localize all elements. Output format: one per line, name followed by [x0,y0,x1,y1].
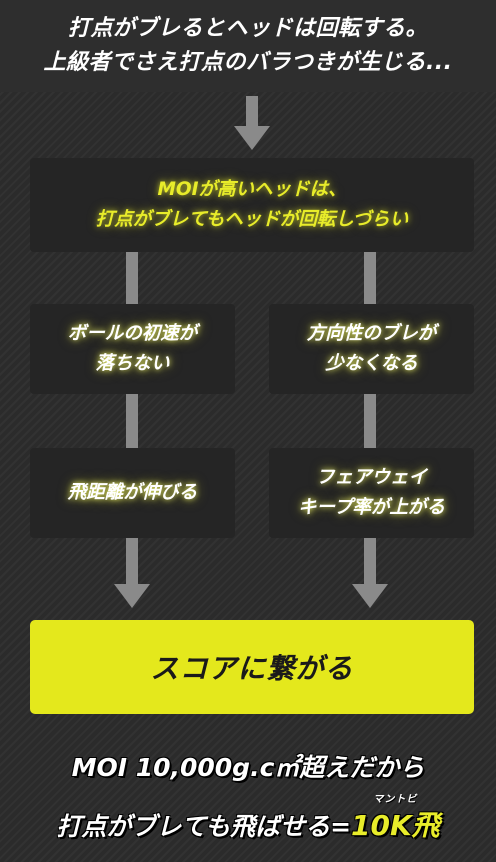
arrow-down-top [232,96,272,152]
score-result-box: スコアに繋がる [30,620,474,714]
box-fairway-line-1: フェアウェイ [315,467,427,488]
main-moi-box: MOIが高いヘッドは、 打点がブレてもヘッドが回転しづらい [30,158,474,252]
footer-moi-text: MOI 10,000g.c㎡超えだから [71,753,425,782]
footer-line-1: MOI 10,000g.c㎡超えだから [0,748,496,784]
footer-highlight-wrap: マントビ 10K飛 [351,794,440,844]
header-line-1: 打点がブレるとヘッドは回転する。 [67,16,428,41]
header-line-2: 上級者でさえ打点のバラつきが生じる... [43,50,453,75]
connector-left-2 [126,394,138,448]
footer-line-2: 打点がブレても飛ばせる= マントビ 10K飛 [0,794,496,844]
header-banner: 打点がブレるとヘッドは回転する。 上級者でさえ打点のバラつきが生じる... [0,0,496,92]
box-distance: 飛距離が伸びる [30,448,235,538]
box-initial-speed-line-1: ボールの初速が [67,323,198,344]
box-direction-line-2: 少なくなる [325,353,418,374]
arrow-down-left [112,538,152,612]
box-distance-line-1: 飛距離が伸びる [67,482,198,503]
box-fairway-line-2: キープ率が上がる [298,497,445,518]
connector-left-1 [126,252,138,304]
box-direction: 方向性のブレが 少なくなる [269,304,474,394]
box-initial-speed: ボールの初速が 落ちない [30,304,235,394]
main-box-line-1: MOIが高いヘッドは、 [157,179,347,200]
score-result-label: スコアに繋がる [150,652,354,685]
connector-right-1 [364,252,376,304]
box-initial-speed-line-2: 落ちない [95,353,170,374]
footer-highlight: 10K飛 [351,809,440,842]
box-direction-line-1: 方向性のブレが [306,323,437,344]
box-fairway: フェアウェイ キープ率が上がる [269,448,474,538]
arrow-down-right [350,538,390,612]
footer-ruby: マントビ [373,794,418,805]
main-box-line-2: 打点がブレてもヘッドが回転しづらい [95,209,409,230]
connector-right-2 [364,394,376,448]
footer-prefix-text: 打点がブレても飛ばせる= [56,812,352,841]
